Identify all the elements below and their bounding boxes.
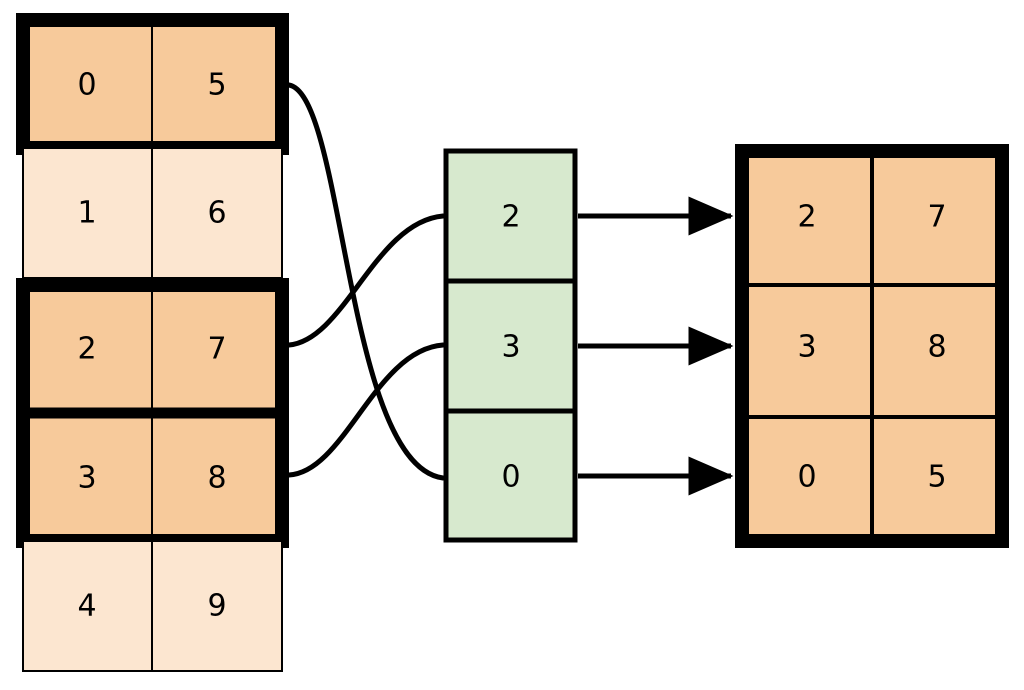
source-cell-label-0-1: 5 bbox=[207, 68, 226, 103]
source-cell-1-1[interactable] bbox=[151, 147, 283, 279]
source-cell-0-0[interactable] bbox=[22, 19, 153, 149]
source-cell-0-1[interactable] bbox=[151, 19, 283, 149]
source-cell-label-4-0: 4 bbox=[77, 589, 96, 624]
index-cell-label-0: 2 bbox=[501, 200, 520, 235]
source-row-4[interactable]: 4 9 bbox=[22, 540, 283, 672]
source-row-1[interactable]: 1 6 bbox=[22, 147, 283, 279]
source-cell-label-2-0: 2 bbox=[77, 332, 96, 367]
source-cell-4-0[interactable] bbox=[22, 540, 153, 672]
source-row-3[interactable]: 3 8 bbox=[22, 412, 283, 542]
result-cell-label-1-1: 8 bbox=[927, 330, 946, 365]
index-cell-label-2: 0 bbox=[501, 460, 520, 495]
index-cell-2[interactable] bbox=[443, 408, 578, 543]
source-cell-label-0-0: 0 bbox=[77, 68, 96, 103]
result-cell-label-1-0: 3 bbox=[797, 330, 816, 365]
result-array: 2 7 3 8 0 5 bbox=[735, 144, 1009, 548]
source-row-2[interactable]: 2 7 bbox=[22, 284, 283, 414]
result-array-outer-border bbox=[735, 144, 1009, 548]
curve-source-row-0-to-index-cell-2 bbox=[286, 82, 446, 481]
result-cell-label-2-1: 5 bbox=[927, 460, 946, 495]
result-cell-label-0-1: 7 bbox=[927, 200, 946, 235]
source-row-0[interactable]: 0 5 bbox=[16, 13, 289, 155]
source-cell-label-2-1: 7 bbox=[207, 332, 226, 367]
result-cell-0-0[interactable] bbox=[740, 149, 874, 287]
result-cell-1-0[interactable] bbox=[740, 283, 874, 419]
result-cell-label-0-0: 2 bbox=[797, 200, 816, 235]
index-array: 2 3 0 bbox=[443, 148, 578, 543]
source-cell-label-1-1: 6 bbox=[207, 196, 226, 231]
source-cell-label-3-1: 8 bbox=[207, 461, 226, 496]
source-cell-3-1[interactable] bbox=[151, 412, 283, 542]
result-cell-1-1[interactable] bbox=[870, 283, 1004, 419]
index-cell-0[interactable] bbox=[443, 148, 578, 284]
source-cell-4-1[interactable] bbox=[151, 540, 283, 672]
result-arrows bbox=[578, 196, 734, 496]
source-cell-label-3-0: 3 bbox=[77, 461, 96, 496]
source-array: 0 5 1 6 2 7 3 8 bbox=[16, 13, 289, 672]
result-cell-label-2-0: 0 bbox=[797, 460, 816, 495]
curve-source-row-2-to-index-cell-0 bbox=[286, 213, 446, 348]
gather-connection-curves bbox=[286, 82, 446, 481]
index-cell-label-1: 3 bbox=[501, 330, 520, 365]
source-cell-label-1-0: 1 bbox=[77, 196, 96, 231]
curve-source-row-3-to-index-cell-1 bbox=[286, 342, 446, 478]
source-cell-2-1[interactable] bbox=[151, 284, 283, 414]
source-cell-label-4-1: 9 bbox=[207, 589, 226, 624]
